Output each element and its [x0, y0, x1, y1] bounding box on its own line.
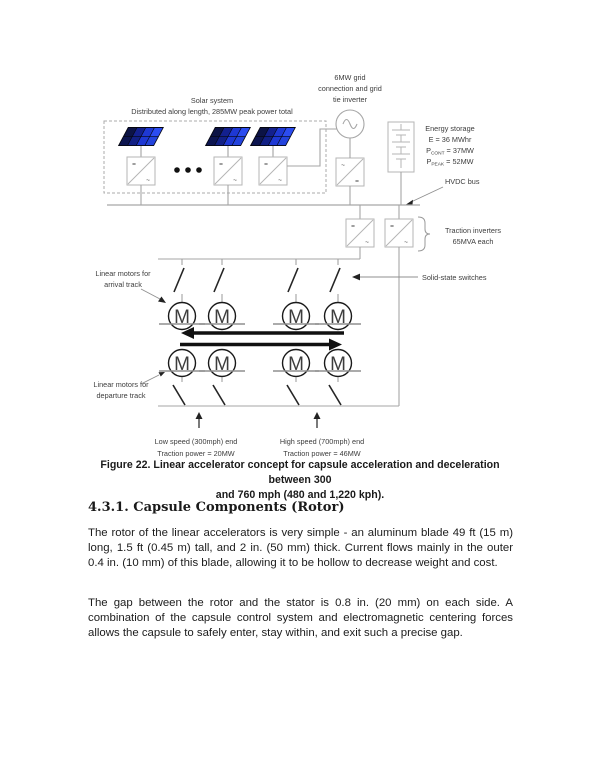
svg-text:arrival track: arrival track: [104, 280, 142, 289]
figure-caption-line1: Figure 22. Linear accelerator concept fo…: [100, 459, 500, 486]
svg-text:Distributed along length, 285M: Distributed along length, 285MW peak pow…: [131, 107, 293, 116]
label-solid-state-switches: Solid-state switches: [352, 273, 487, 282]
brace-icon: [417, 216, 431, 252]
svg-text:PCONT = 37MW: PCONT = 37MW: [426, 146, 474, 157]
hvdc-wiring: [107, 128, 420, 219]
svg-text:tie inverter: tie inverter: [333, 95, 368, 104]
svg-text:6MW grid: 6MW grid: [334, 73, 365, 82]
svg-text:E = 36 MWhr: E = 36 MWhr: [429, 135, 472, 144]
svg-text:Solid-state switches: Solid-state switches: [422, 273, 487, 282]
svg-text:Traction power = 46MW: Traction power = 46MW: [283, 449, 360, 458]
body-paragraph-1: The rotor of the linear accelerators is …: [88, 527, 513, 569]
label-departure-motors: Linear motors for departure track: [93, 372, 165, 400]
svg-text:connection and grid: connection and grid: [318, 84, 382, 93]
body-paragraph-2: The gap between the rotor and the stator…: [88, 597, 513, 639]
label-energy-storage: Energy storage E = 36 MWhr PCONT = 37MW …: [425, 124, 475, 168]
svg-text:Energy storage: Energy storage: [425, 124, 475, 133]
solar-wiring: [140, 146, 274, 157]
ellipsis-dots-icon: [174, 167, 202, 173]
svg-text:PPEAK = 52MW: PPEAK = 52MW: [426, 157, 473, 168]
label-hvdc-bus: HVDC bus: [406, 177, 480, 205]
svg-text:65MVA each: 65MVA each: [453, 237, 494, 246]
svg-text:Traction inverters: Traction inverters: [445, 226, 501, 235]
label-low-speed-end: Low speed (300mph) end Traction power = …: [155, 437, 238, 458]
svg-text:Low speed (300mph) end: Low speed (300mph) end: [155, 437, 238, 446]
svg-text:Linear motors for: Linear motors for: [95, 269, 151, 278]
direction-arrow-right: [180, 338, 342, 351]
figure-22-diagram: = ~ ~ = M: [93, 73, 501, 458]
motor-buses: [158, 247, 400, 407]
energy-storage-battery-icon: [387, 121, 415, 173]
label-traction-inverters: Traction inverters 65MVA each: [445, 226, 501, 246]
figure-caption-line2: and 760 mph (480 and 1,220 kph).: [215, 489, 385, 501]
label-high-speed-end: High speed (700mph) end Traction power =…: [280, 437, 364, 458]
svg-text:Linear motors for: Linear motors for: [93, 380, 149, 389]
svg-text:departure track: departure track: [96, 391, 145, 400]
direction-arrow-left: [181, 327, 344, 339]
solar-system-boundary: [103, 120, 327, 194]
svg-text:Solar system: Solar system: [191, 96, 233, 105]
section-heading: 4.3.1. Capsule Components (Rotor): [88, 500, 345, 515]
figure-caption: Figure 22. Linear accelerator concept fo…: [80, 458, 520, 503]
label-grid-tie: 6MW grid connection and grid tie inverte…: [318, 73, 382, 104]
label-arrival-motors: Linear motors for arrival track: [95, 269, 166, 303]
svg-text:High speed (700mph) end: High speed (700mph) end: [280, 437, 364, 446]
svg-text:Traction power = 20MW: Traction power = 20MW: [157, 449, 234, 458]
label-solar-system: Solar system Distributed along length, 2…: [131, 96, 293, 116]
grid-source-icon: [335, 109, 365, 139]
svg-text:HVDC bus: HVDC bus: [445, 177, 480, 186]
